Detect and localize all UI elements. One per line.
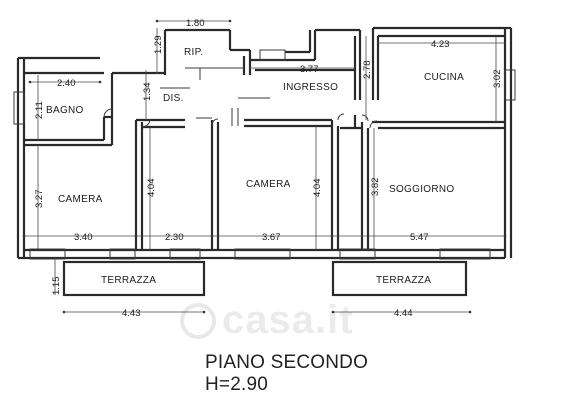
room-label-ingresso: INGRESSO <box>283 82 338 93</box>
watermark-logo-icon <box>180 303 216 339</box>
room-label-camera-center: CAMERA <box>246 179 291 190</box>
dim-label: 4.43 <box>122 308 141 319</box>
dim-label: 3.82 <box>370 178 381 197</box>
room-labels: RIP. DIS. INGRESSO CUCINA BAGNO CAMERA C… <box>46 47 464 286</box>
watermark: casa.it <box>222 298 354 342</box>
room-label-terrazza-right: TERRAZZA <box>376 275 431 286</box>
dim-label: 4.04 <box>312 179 323 198</box>
dimension-labels: 1.80 1.29 2.40 2.11 1.34 3.77 2.78 4.23 … <box>34 18 503 319</box>
dim-label: 1.80 <box>186 18 205 29</box>
dim-label: 4.44 <box>394 308 413 319</box>
room-label-rip: RIP. <box>184 47 203 58</box>
doors <box>103 108 378 129</box>
dim-label: 1.29 <box>153 36 164 55</box>
dim-label: 2.40 <box>57 78 76 89</box>
dim-label: 1.15 <box>51 277 62 296</box>
dimension-lines <box>24 20 505 313</box>
walls <box>16 26 513 260</box>
plan-title-height: H=2.90 <box>205 374 268 395</box>
plan-title: PIANO SECONDO H=2.90 <box>205 352 368 396</box>
dimension-ticks <box>22 19 507 314</box>
room-label-camera-left: CAMERA <box>58 194 103 205</box>
room-label-soggiorno: SOGGIORNO <box>389 184 454 195</box>
dim-label: 3.77 <box>300 64 319 75</box>
dim-label: 2.11 <box>34 101 45 119</box>
dim-label: 5.47 <box>410 232 429 243</box>
dim-label: 3.67 <box>262 232 281 243</box>
room-label-cucina: CUCINA <box>424 72 464 83</box>
dim-label: 2.30 <box>165 232 184 243</box>
room-label-bagno: BAGNO <box>46 105 84 116</box>
dim-label: 4.23 <box>431 39 450 50</box>
windows <box>13 49 516 260</box>
dim-label: 4.04 <box>146 179 157 198</box>
dim-label: 2.78 <box>362 61 373 80</box>
dim-label: 3.02 <box>492 70 503 89</box>
dim-label: 1.34 <box>142 83 153 102</box>
room-label-dis: DIS. <box>163 93 184 104</box>
terraces <box>62 260 468 297</box>
dim-label: 3.27 <box>34 190 45 209</box>
room-label-terrazza-left: TERRAZZA <box>101 275 156 286</box>
plan-title-floor: PIANO SECONDO <box>205 352 369 373</box>
dim-label: 3.40 <box>74 232 93 243</box>
